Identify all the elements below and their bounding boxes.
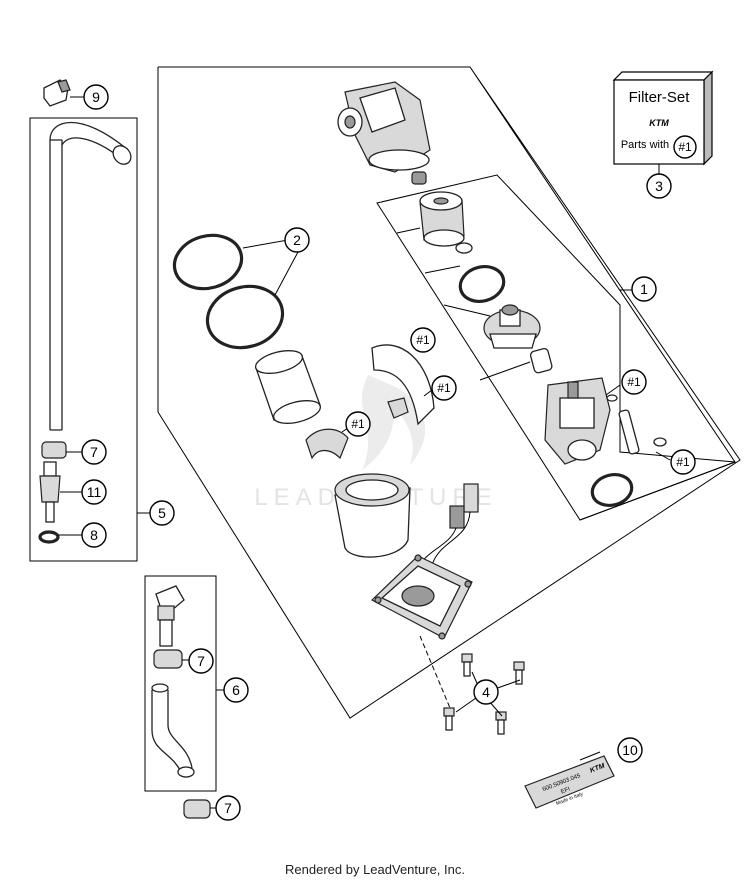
part7-clamp-lower [183, 799, 211, 819]
part9-clip [43, 79, 71, 107]
callout-3: 3 [646, 173, 672, 199]
part2-o-ring-upper [172, 233, 244, 291]
callout-4: 4 [473, 679, 499, 705]
motor-pin [618, 409, 640, 455]
leader-lines [58, 96, 671, 809]
filter-set-title: Filter-Set [629, 89, 691, 106]
pump-flange [370, 554, 473, 640]
parts-with-label: Parts with [621, 139, 669, 151]
callout-ref-e: #1 [670, 449, 696, 475]
callout-7-middle: 7 [188, 648, 214, 674]
callout-1: 1 [631, 276, 657, 302]
part4-screws [443, 653, 525, 735]
callout-5: 5 [149, 500, 175, 526]
svg-text:#1: #1 [676, 455, 690, 469]
spring-valve [411, 171, 427, 185]
fuel-filter [419, 191, 465, 247]
part5-box [29, 117, 138, 562]
footer-credit: Rendered by LeadVenture, Inc. [285, 862, 465, 877]
pressure-regulator [483, 304, 541, 349]
svg-text:7: 7 [90, 444, 98, 460]
part2-o-ring-lower [205, 284, 285, 350]
wire-connector [419, 483, 479, 566]
motor-o-ring-small-upper [606, 394, 618, 402]
part6-hose [151, 683, 195, 778]
small-clip [387, 397, 409, 419]
regulator-sleeve [529, 348, 553, 374]
callout-8: 8 [81, 522, 107, 548]
svg-text:11: 11 [87, 484, 102, 500]
callout-ref-c: #1 [345, 411, 371, 437]
callout-7-lower: 7 [215, 795, 241, 821]
callout-10: 10 [617, 737, 643, 763]
filter-sleeve [254, 350, 322, 424]
filter-set-box: Filter-Set KTM Parts with #1 [612, 70, 714, 174]
callout-11: 11 [81, 479, 107, 505]
callout-6: 6 [223, 677, 249, 703]
svg-text:#1: #1 [627, 375, 641, 389]
svg-text:7: 7 [224, 800, 232, 816]
part7-clamp-middle [153, 649, 183, 669]
part5-fuel-hose [49, 122, 132, 431]
svg-text:5: 5 [158, 505, 166, 521]
callout-2: 2 [284, 227, 310, 253]
baffle-plate [371, 344, 435, 426]
part7-clamp-upper [41, 441, 67, 459]
filter-set-ref: #1 [678, 140, 692, 154]
svg-text:#1: #1 [437, 381, 451, 395]
filter-o-ring-small [455, 242, 473, 254]
callout-ref-d: #1 [621, 369, 647, 395]
motor-o-ring-large [590, 473, 634, 507]
part1-group-outline [376, 174, 736, 521]
svg-text:3: 3 [655, 178, 663, 194]
svg-text:1: 1 [640, 281, 648, 297]
callout-7-upper: 7 [81, 439, 107, 465]
part11-connector [39, 461, 61, 523]
callout-9: 9 [83, 84, 109, 110]
svg-text:#1: #1 [416, 333, 430, 347]
callout-ref-b: #1 [431, 375, 457, 401]
part6-box [144, 575, 217, 792]
ktm-logo-small: KTM [649, 118, 669, 128]
callout-ref-a: #1 [410, 327, 436, 353]
filter-o-ring-medium [458, 265, 506, 303]
motor-o-ring-small-lower [653, 437, 667, 447]
pump-head [337, 81, 431, 173]
bracket-clip [305, 428, 349, 460]
screw-guide-line [419, 635, 451, 709]
plate-text-2: EFI [560, 786, 571, 795]
reservoir-cup [334, 473, 411, 558]
svg-text:7: 7 [197, 653, 205, 669]
part10-id-plate: 600.50903.045 EFI Made in Italy KTM [524, 755, 615, 809]
pump-motor [544, 377, 611, 465]
svg-text:2: 2 [293, 232, 301, 248]
svg-text:10: 10 [622, 742, 638, 758]
part6-quick-connector [155, 585, 185, 647]
svg-text:6: 6 [232, 682, 240, 698]
svg-text:8: 8 [90, 527, 98, 543]
part8-o-ring [38, 530, 60, 544]
svg-text:4: 4 [482, 684, 490, 700]
svg-text:9: 9 [92, 89, 100, 105]
svg-text:#1: #1 [351, 417, 365, 431]
